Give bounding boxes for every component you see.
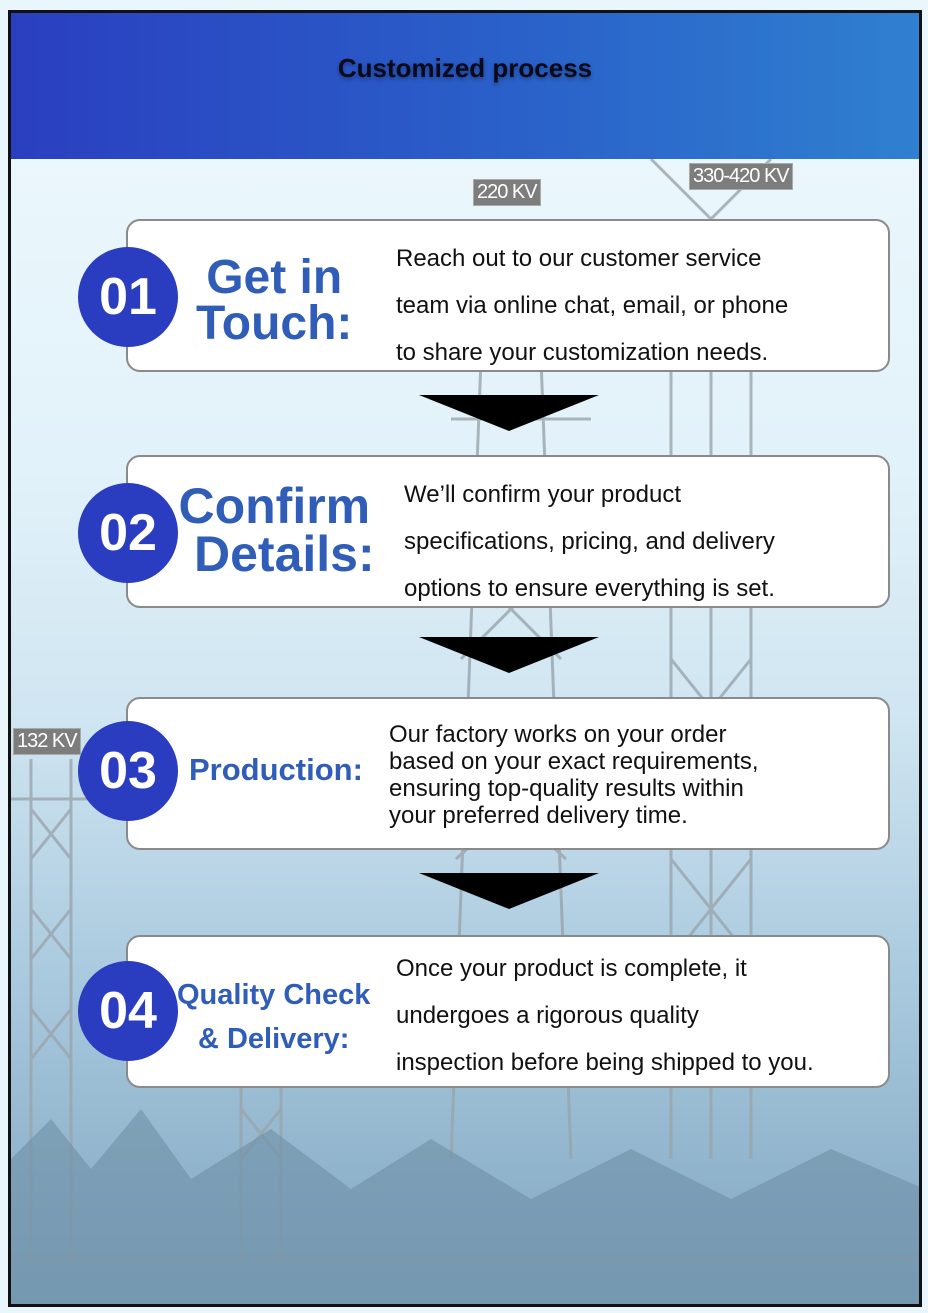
step-card-1 [126, 219, 890, 372]
desc-line: Reach out to our customer service [396, 245, 762, 272]
step-title-line: Touch: [196, 296, 353, 350]
desc-line: team via online chat, email, or phone [396, 292, 789, 319]
voltage-label: 330-420 KV [689, 163, 793, 190]
voltage-label: 220 KV [473, 179, 541, 206]
down-arrow-icon [419, 395, 599, 431]
page-title: Customized process [337, 53, 593, 83]
desc-line: Once your product is complete, it [396, 955, 747, 982]
step-title-line: Quality Check [177, 979, 371, 1011]
step-title-line: & Delivery: [197, 1023, 350, 1055]
step-title-line: Get in [206, 251, 343, 304]
down-arrow-icon [419, 637, 599, 673]
step-description: Reach out to our customer service team v… [396, 235, 788, 376]
step-title-line: Details: [194, 525, 375, 582]
desc-line: options to ensure everything is set. [404, 575, 775, 602]
step-title-line: Production: [189, 752, 363, 787]
step-number-badge: 03 [78, 721, 178, 821]
step-title: Confirm Details: [174, 478, 375, 582]
step-title-line: Confirm [178, 478, 371, 534]
desc-line: We’ll confirm your product [404, 481, 681, 508]
desc-line: undergoes a rigorous quality [396, 1002, 699, 1029]
step-card-2 [126, 455, 890, 608]
desc-line: to share your customization needs. [396, 339, 769, 366]
desc-line: inspection before being shipped to you. [396, 1049, 814, 1076]
down-arrow-icon [419, 873, 599, 909]
step-title: Quality Check & Delivery: [177, 973, 370, 1061]
infographic-frame: Customized process 220 KV 330-420 KV 132… [8, 10, 922, 1307]
step-card-4 [126, 935, 890, 1088]
desc-line: based on your exact requirements, [389, 748, 759, 775]
desc-line: Our factory works on your order [389, 721, 727, 748]
step-number-badge: 01 [78, 247, 178, 347]
step-description: Once your product is complete, it underg… [396, 945, 814, 1086]
step-title: Production: [189, 752, 363, 787]
voltage-label: 132 KV [13, 728, 81, 755]
step-description: Our factory works on your order based on… [389, 721, 759, 829]
step-number-badge: 02 [78, 483, 178, 583]
step-title: Get in Touch: [196, 251, 353, 350]
desc-line: your preferred delivery time. [389, 802, 688, 829]
desc-line: ensuring top-quality results within [389, 775, 744, 802]
step-card-3 [126, 697, 890, 850]
step-number-badge: 04 [78, 961, 178, 1061]
step-description: We’ll confirm your product specification… [404, 471, 775, 612]
desc-line: specifications, pricing, and delivery [404, 528, 775, 555]
header-banner: Customized process [11, 13, 919, 159]
